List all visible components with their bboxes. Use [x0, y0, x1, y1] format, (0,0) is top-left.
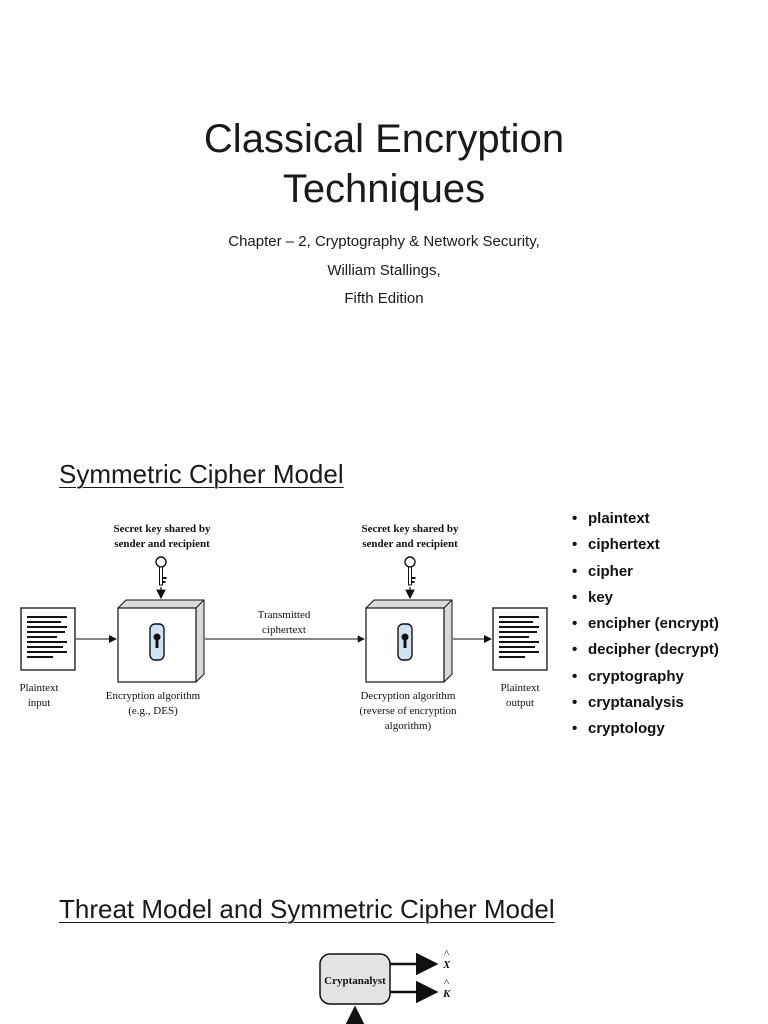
hat-k-mark: ^: [444, 977, 450, 989]
threat-model-diagram: Cryptanalyst X ^ K ^: [319, 948, 451, 1024]
term-item: cipher: [572, 559, 719, 585]
key-label-left-line1: Secret key shared by: [113, 523, 211, 535]
subtitle-line2: William Stallings,: [327, 261, 441, 279]
subtitle-line3: Fifth Edition: [344, 290, 424, 307]
term-item: cryptanalysis: [572, 690, 719, 716]
section2-heading: Threat Model and Symmetric Cipher Model: [59, 894, 555, 924]
plaintext-output-document-icon: [492, 607, 548, 671]
decryption-algorithm-line3: algorithm): [385, 720, 432, 732]
term-item: ciphertext: [572, 532, 719, 558]
key-label-left-line2: sender and recipient: [114, 538, 210, 550]
section1-heading: Symmetric Cipher Model: [59, 459, 344, 489]
term-item: key: [572, 585, 719, 611]
term-item: cryptography: [572, 664, 719, 690]
cryptanalyst-label: Cryptanalyst: [324, 975, 386, 987]
term-item: decipher (decrypt): [572, 637, 719, 663]
term-item: cryptology: [572, 716, 719, 742]
plaintext-output-line2: output: [506, 697, 534, 709]
plaintext-input-document-icon: [20, 607, 76, 671]
subtitle-line1: Chapter – 2, Cryptography & Network Secu…: [228, 233, 540, 250]
estimate-k-label: K: [442, 988, 451, 1000]
decryption-algorithm-box: [365, 599, 453, 683]
encryption-algorithm-line1: Encryption algorithm: [106, 690, 201, 702]
key-label-right-line1: Secret key shared by: [361, 523, 459, 535]
hat-x-mark: ^: [444, 948, 450, 960]
cryptanalyst-box: [319, 953, 391, 1005]
encryption-algorithm-line2: (e.g., DES): [128, 705, 178, 717]
decryption-algorithm-line2: (reverse of encryption: [359, 705, 457, 717]
key-label-right-line2: sender and recipient: [362, 538, 458, 550]
decryption-algorithm-line1: Decryption algorithm: [360, 690, 455, 702]
slide-title-line2: Techniques: [282, 167, 486, 211]
term-item: encipher (encrypt): [572, 611, 719, 637]
slide-subtitle: Chapter – 2, Cryptography & Network Secu…: [0, 228, 768, 314]
encryption-algorithm-box: [117, 599, 205, 683]
key-icon-right: [404, 556, 417, 586]
transmitted-label-line1: Transmitted: [258, 609, 311, 621]
estimate-x-label: X: [442, 959, 451, 971]
slide-title-line1: Classical Encryption: [203, 117, 565, 161]
symmetric-cipher-diagram: Secret key shared by sender and recipien…: [19, 523, 548, 732]
transmitted-label-line2: ciphertext: [262, 624, 306, 636]
slide-title: Classical Encryption Techniques: [0, 114, 768, 214]
plaintext-input-line2: input: [28, 697, 51, 709]
plaintext-output-line1: Plaintext: [500, 682, 539, 694]
plaintext-input-line1: Plaintext: [19, 682, 58, 694]
terms-list: plaintext ciphertext cipher key encipher…: [572, 506, 719, 743]
term-item: plaintext: [572, 506, 719, 532]
key-icon-left: [155, 556, 168, 586]
